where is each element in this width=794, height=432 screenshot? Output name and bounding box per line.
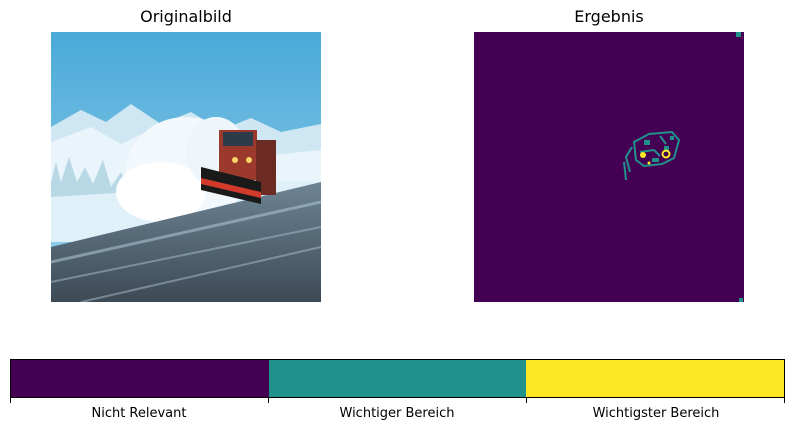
colorbar-tick bbox=[526, 398, 527, 403]
colorbar-tick bbox=[10, 398, 11, 403]
original-image-title: Originalbild bbox=[140, 7, 232, 26]
colorbar-segment-important bbox=[268, 360, 527, 397]
colorbar bbox=[10, 359, 785, 398]
result-heatmap-image bbox=[474, 32, 744, 302]
colorbar-label-most-important: Wichtigster Bereich bbox=[592, 406, 720, 421]
colorbar-segment-most-important bbox=[526, 360, 785, 397]
original-image bbox=[51, 32, 321, 302]
colorbar-label-not-relevant: Nicht Relevant bbox=[91, 406, 187, 421]
result-image-title: Ergebnis bbox=[574, 7, 644, 26]
colorbar-label-important: Wichtiger Bereich bbox=[339, 406, 455, 421]
colorbar-segment-not-relevant bbox=[11, 360, 269, 397]
colorbar-tick bbox=[268, 398, 269, 403]
colorbar-tick bbox=[784, 398, 785, 403]
